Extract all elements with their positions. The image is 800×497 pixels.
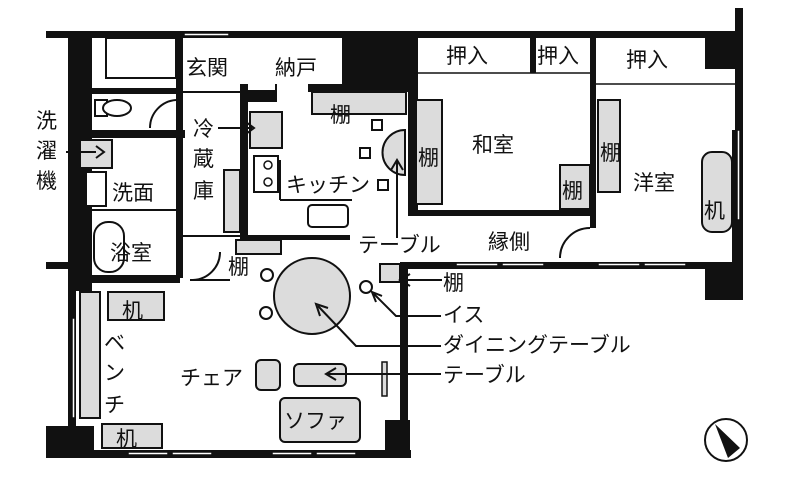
callout-lines	[66, 121, 442, 381]
label-tsukue-top: 机	[122, 299, 143, 323]
cabinet	[223, 169, 241, 233]
shelf-youshitsu	[597, 99, 621, 193]
label-chair: チェア	[180, 366, 243, 390]
north-arrow-icon	[704, 418, 748, 462]
shelf-callout-target	[379, 263, 401, 283]
label-callout-dining: ダイニングテーブル	[443, 333, 631, 357]
label-sentakuki-3: 機	[36, 169, 57, 193]
label-bench-2: ン	[104, 361, 125, 385]
label-callout-tana: 棚	[443, 271, 464, 295]
desk-top	[107, 291, 165, 321]
label-table-kitchen: テーブル	[358, 233, 441, 257]
label-oshiire-1: 押入	[446, 44, 488, 68]
refrigerator	[249, 111, 283, 149]
label-engawa: 縁側	[488, 230, 530, 254]
label-callout-table: テーブル	[443, 363, 526, 387]
chair	[255, 359, 281, 391]
label-callout-isu: イス	[443, 303, 484, 327]
label-genkan: 玄関	[186, 56, 228, 80]
label-oshiire-2: 押入	[537, 44, 579, 68]
label-tsukue-youshitsu: 机	[704, 199, 725, 223]
label-tana-youshitsu: 棚	[600, 141, 621, 165]
label-washitsu: 和室	[472, 133, 514, 157]
desk-bottom	[101, 423, 163, 449]
label-senmen: 洗面	[112, 181, 154, 205]
walls	[46, 8, 743, 458]
shelf-washitsu-left	[415, 99, 443, 205]
label-tana-washitsu-right: 棚	[562, 179, 583, 203]
label-tsukue-bottom: 机	[116, 427, 137, 451]
shelf-washitsu-right	[559, 164, 591, 210]
furniture	[79, 91, 733, 449]
label-nando: 納戸	[275, 56, 317, 80]
label-sentakuki-2: 濯	[36, 139, 57, 163]
label-sofa: ソファ	[284, 409, 347, 433]
label-oshiire-3: 押入	[626, 48, 668, 72]
label-tana-kitchen: 棚	[330, 103, 351, 127]
label-sentakuki-1: 洗	[36, 109, 57, 133]
label-reizouko-1: 冷	[193, 117, 214, 141]
interior-lines	[85, 37, 735, 420]
label-youshitsu: 洋室	[633, 171, 675, 195]
shelf-kitchen	[311, 91, 407, 115]
label-reizouko-2: 蔵	[193, 147, 214, 171]
bench	[79, 291, 101, 419]
shelf-living	[235, 239, 282, 255]
label-tana-living: 棚	[228, 255, 249, 279]
label-reizouko-3: 庫	[193, 179, 214, 203]
label-kitchen: キッチン	[286, 173, 370, 197]
desk-youshitsu	[701, 151, 733, 233]
label-bench-3: チ	[104, 393, 125, 417]
washing-machine	[79, 139, 113, 169]
label-bench-1: ベ	[104, 331, 125, 355]
dining-table	[273, 257, 351, 335]
label-tana-washitsu-left: 棚	[418, 146, 439, 170]
sofa	[279, 397, 361, 443]
label-yokushitsu: 浴室	[110, 241, 152, 265]
labels: 玄関 納戸 押入 押入 押入 和室 洋室 キッチン 洗面 浴室 縁側 棚 棚 棚…	[36, 44, 725, 451]
